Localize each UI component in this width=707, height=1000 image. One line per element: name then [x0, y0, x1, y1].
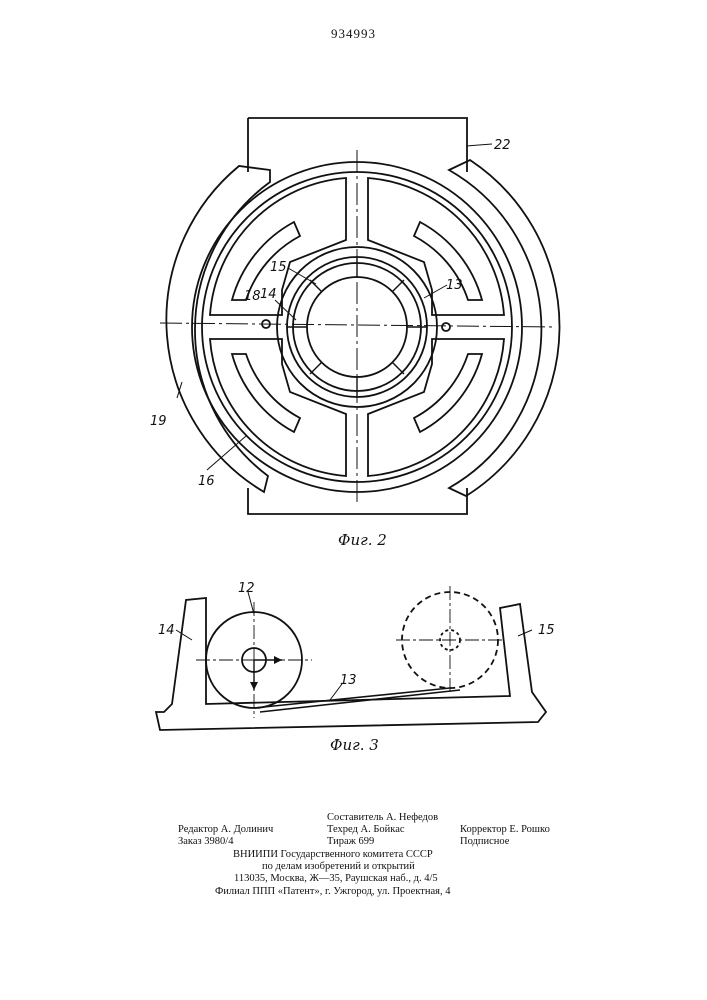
fig2-label-15: 15 — [270, 260, 287, 275]
imprint-compiler: Составитель А. Нефедов — [327, 812, 438, 824]
imprint-order: Заказ 3980/4 — [178, 836, 233, 848]
slot-bottom-right — [368, 339, 504, 476]
fig2-label-18: 18 — [244, 289, 261, 304]
fig3-caption: Фиг. 3 — [330, 736, 379, 754]
fig3-label-15: 15 — [538, 623, 555, 638]
imprint-techred: Техред А. Бойкас — [327, 824, 405, 836]
fig2-label-16: 16 — [198, 474, 215, 489]
slot-bottom-left — [210, 339, 346, 476]
fig3-label-14: 14 — [158, 623, 175, 638]
fig2-label-22: 22 — [494, 138, 511, 153]
fig3-label-12: 12 — [238, 581, 255, 596]
fig3-label-13: 13 — [340, 673, 357, 688]
figure-2-drawing: 22 15 14 13 18 19 16 Фиг. 2 — [150, 118, 560, 549]
imprint-subscription: Подписное — [460, 836, 509, 848]
imprint-org-line1: ВНИИПИ Государственного комитета СССР — [233, 849, 433, 861]
hole-18-right — [442, 323, 450, 331]
fig2-label-13: 13 — [446, 278, 463, 293]
fig2-label-14: 14 — [260, 287, 277, 302]
slot-top-right — [368, 178, 504, 315]
imprint-corrector: Корректор Е. Рошко — [460, 824, 550, 836]
imprint-editor: Редактор А. Долинич — [178, 824, 273, 836]
outer-arc-right — [449, 160, 560, 496]
imprint-address: 113035, Москва, Ж—35, Раушская наб., д. … — [234, 873, 438, 885]
slot-top-left — [210, 178, 346, 315]
imprint-org-line2: по делам изобретений и открытий — [262, 861, 415, 873]
fig2-caption: Фиг. 2 — [338, 531, 387, 549]
fig2-label-19: 19 — [150, 414, 167, 429]
figure-3-drawing: 12 14 15 13 Фиг. 3 — [156, 581, 555, 754]
base-frame — [156, 598, 546, 730]
leader-lines — [177, 144, 492, 470]
imprint-branch: Филиал ППП «Патент», г. Ужгород, ул. Про… — [215, 886, 450, 898]
center-lines — [160, 150, 556, 505]
imprint-circulation: Тираж 699 — [327, 836, 374, 848]
